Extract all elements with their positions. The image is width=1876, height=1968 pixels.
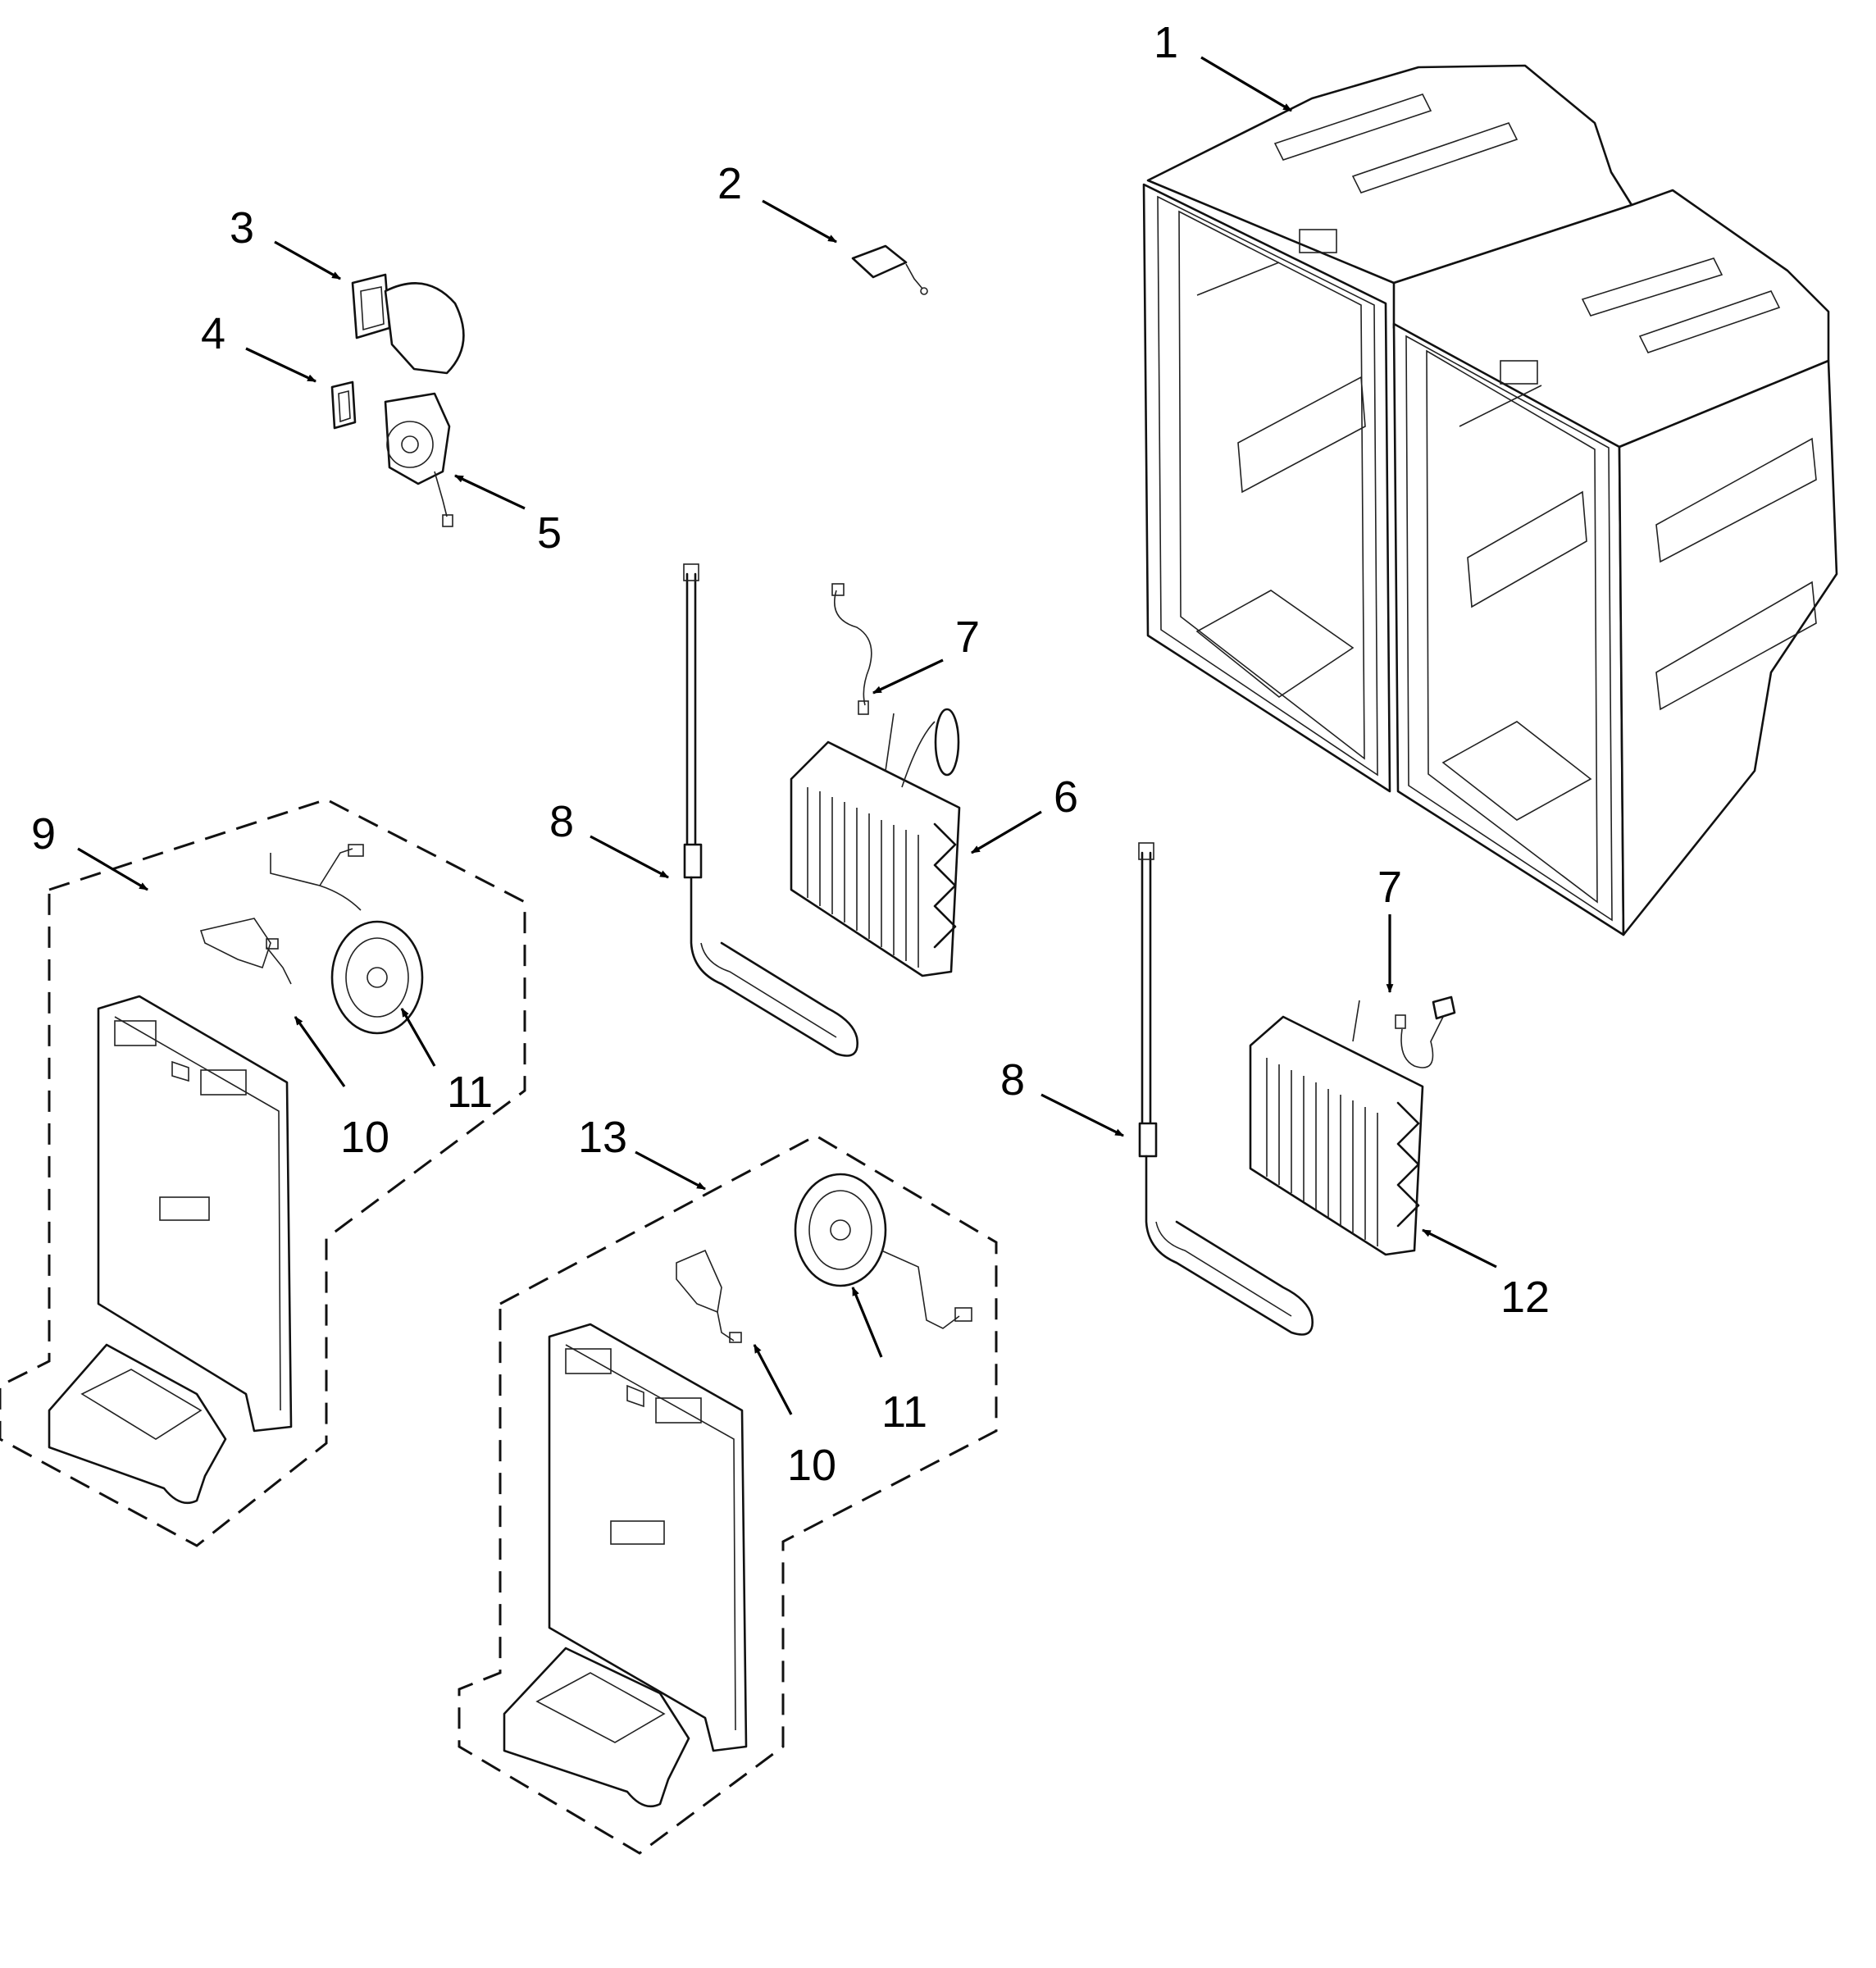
defrost-thermistor-upper [831, 583, 872, 715]
callout-4: 4 [201, 309, 225, 358]
cover-assembly-center [458, 1134, 998, 1855]
evaporator-lower [1249, 1000, 1424, 1256]
callout-6: 6 [1054, 772, 1078, 822]
callout-13: 13 [578, 1113, 627, 1162]
evaporator-upper [790, 708, 961, 977]
defrost-heater-lower [1138, 842, 1314, 1336]
air-duct [351, 273, 465, 375]
callout-7-lower: 7 [1377, 863, 1402, 912]
callout-3: 3 [230, 203, 254, 253]
callout-11-left: 11 [447, 1068, 493, 1117]
callout-2: 2 [717, 159, 742, 208]
callout-10-left: 10 [340, 1113, 389, 1162]
callout-11-center: 11 [881, 1387, 927, 1437]
callout-5: 5 [537, 508, 562, 558]
blower-motor [384, 392, 453, 527]
leader-arrows [77, 56, 1497, 1415]
callout-labels: 1 2 3 4 5 6 7 7 8 8 9 10 10 11 11 12 13 [31, 18, 1550, 1490]
cabinet-liner [1142, 64, 1838, 936]
callout-9: 9 [31, 809, 56, 859]
callout-8-lower: 8 [1000, 1055, 1025, 1105]
callout-1: 1 [1154, 18, 1178, 67]
sensor-part [851, 244, 928, 295]
callout-7-upper: 7 [955, 613, 980, 662]
defrost-thermistor-lower [1395, 995, 1456, 1068]
callout-12: 12 [1500, 1273, 1550, 1322]
defrost-heater-upper [683, 563, 859, 1057]
callout-8-upper: 8 [549, 797, 574, 846]
callout-10-center: 10 [787, 1441, 836, 1490]
gasket-part [330, 380, 357, 430]
cover-assembly-left [0, 798, 526, 1547]
